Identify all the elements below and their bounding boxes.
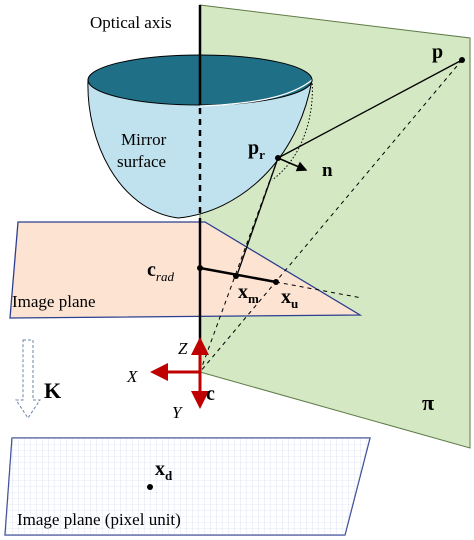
image-plane-pixel	[4, 437, 371, 536]
mirror-label-2: surface	[117, 152, 166, 171]
point-xd	[147, 484, 153, 490]
mirror-label-1: Mirror	[121, 130, 167, 149]
label-z: Z	[178, 339, 188, 358]
image-plane-pixel-label: Image plane (pixel unit)	[17, 510, 181, 529]
optical-axis-label: Optical axis	[90, 13, 172, 32]
label-xd: xd	[155, 458, 173, 483]
point-xu	[273, 279, 279, 285]
ray-p-to-pr	[277, 59, 463, 159]
k-transform-arrow	[15, 339, 41, 419]
normal-n	[277, 157, 308, 172]
point-pr	[275, 155, 281, 161]
mirror-surface	[87, 54, 313, 219]
point-crad	[197, 265, 203, 271]
label-c: c	[206, 383, 215, 405]
point-xm	[233, 273, 239, 279]
label-n: n	[322, 160, 333, 181]
label-pi: π	[422, 390, 434, 415]
point-p	[459, 57, 465, 63]
label-x: X	[126, 367, 138, 386]
label-xu: xu	[281, 286, 298, 311]
label-xm: xm	[238, 281, 259, 306]
label-crad: crad	[147, 259, 174, 284]
dashed-p-to-c	[199, 59, 463, 373]
image-plane	[9, 221, 363, 319]
dashed-image-line	[275, 281, 363, 299]
label-p: p	[432, 41, 443, 63]
image-plane-label: Image plane	[12, 292, 96, 311]
label-k: K	[44, 378, 61, 403]
label-pr: pr	[248, 137, 265, 162]
label-y: Y	[172, 403, 183, 422]
dashed-pr-to-c	[199, 157, 279, 373]
ray-pr-to-crad	[235, 157, 279, 279]
